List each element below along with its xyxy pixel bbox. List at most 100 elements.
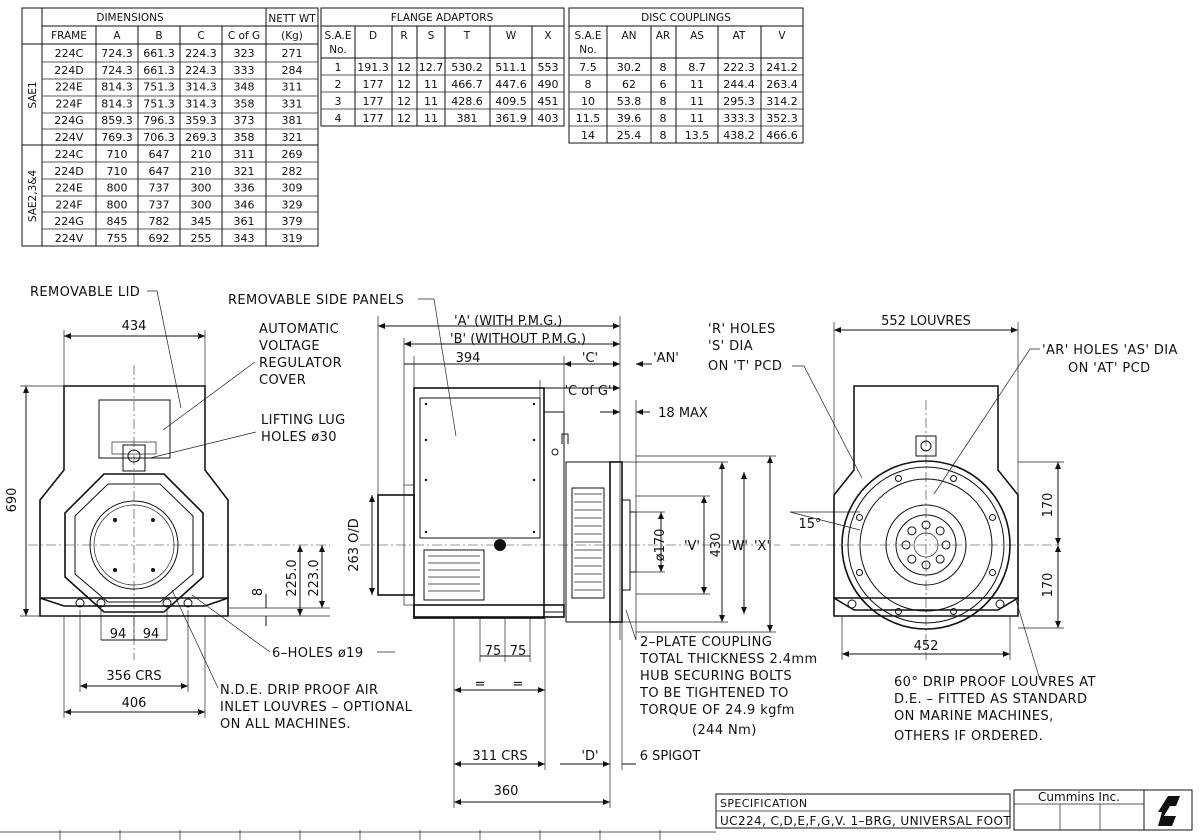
dimensions-cell: 269.3 bbox=[185, 131, 217, 144]
flange-cell: 447.6 bbox=[495, 78, 527, 91]
flange-col-w: W bbox=[506, 30, 517, 42]
dim-75b: 75 bbox=[510, 644, 527, 659]
flange-hole bbox=[950, 608, 958, 616]
disc-title: DISC COUPLINGS bbox=[641, 12, 731, 24]
dim-690: 690 bbox=[5, 488, 20, 513]
dimensions-cell: 224D bbox=[54, 64, 83, 77]
label-lifting-2: HOLES ø30 bbox=[261, 430, 337, 445]
disc-cell: 466.6 bbox=[766, 129, 798, 142]
dim-94b: 94 bbox=[143, 627, 160, 642]
dimensions-cell: 373 bbox=[234, 114, 255, 127]
flange-cell: 553 bbox=[538, 61, 559, 74]
dimensions-cell: 359.3 bbox=[185, 114, 217, 127]
dimensions-cell: 309 bbox=[282, 182, 303, 195]
flange-col-x: X bbox=[544, 30, 551, 42]
flange-cell: 12 bbox=[397, 61, 411, 74]
disc-cell: 10 bbox=[581, 95, 595, 108]
disc-cell: 53.8 bbox=[617, 95, 642, 108]
flange-cell: 177 bbox=[363, 78, 384, 91]
dim-394: 394 bbox=[456, 351, 481, 366]
label-nde-3: ON ALL MACHINES. bbox=[220, 717, 351, 732]
flange-hole bbox=[894, 608, 902, 616]
label-avr-2: VOLTAGE bbox=[259, 339, 320, 354]
dimensions-cell: 224C bbox=[55, 148, 84, 161]
dimensions-cell: 647 bbox=[149, 165, 170, 178]
dimensions-cell: 661.3 bbox=[143, 64, 175, 77]
flange-col-r: R bbox=[400, 30, 407, 42]
dimensions-cell: 224E bbox=[55, 81, 83, 94]
label-nde-1: N.D.E. DRIP PROOF AIR bbox=[220, 683, 378, 698]
label-side-panels: REMOVABLE SIDE PANELS bbox=[228, 293, 404, 308]
dim-430: 430 bbox=[709, 533, 724, 558]
flange-cell: 2 bbox=[335, 78, 342, 91]
dimensions-cell: 284 bbox=[282, 64, 303, 77]
dim-8: 8 bbox=[251, 588, 266, 596]
dimensions-cell: 311 bbox=[234, 148, 255, 161]
dimensions-cell: 224V bbox=[55, 232, 84, 245]
label-on-t-pcd: ON 'T' PCD bbox=[708, 359, 782, 374]
dim-spigot: 6 SPIGOT bbox=[640, 749, 701, 764]
dimensions-cell: 255 bbox=[191, 232, 212, 245]
dim-b-pmg: 'B' (WITHOUT P.M.G.) bbox=[450, 332, 586, 347]
label-on-at-pcd: ON 'AT' PCD bbox=[1068, 361, 1151, 376]
dimensions-cell: 343 bbox=[234, 232, 255, 245]
dimensions-cell: 319 bbox=[282, 232, 303, 245]
dim-75a: 75 bbox=[485, 644, 502, 659]
flange-hole bbox=[989, 513, 997, 521]
dimensions-cell: 282 bbox=[282, 165, 303, 178]
dim-eq1: = bbox=[475, 677, 486, 692]
dimensions-cell: 358 bbox=[234, 97, 255, 110]
bolt-hole bbox=[941, 540, 951, 550]
dimensions-cell: 710 bbox=[107, 148, 128, 161]
dimensions-cell: 336 bbox=[234, 182, 255, 195]
dimensions-cell: 814.3 bbox=[101, 81, 133, 94]
dim-col-b: B bbox=[155, 30, 162, 42]
dimensions-cell: 224.3 bbox=[185, 47, 217, 60]
label-coupling-4: TO BE TIGHTENED TO bbox=[639, 686, 789, 701]
flange-cell: 403 bbox=[538, 112, 559, 125]
flange-cell: 451 bbox=[538, 95, 559, 108]
dim-223: 223.0 bbox=[307, 559, 322, 596]
spec-value: UC224, C,D,E,F,G,V. 1–BRG, UNIVERSAL FOO… bbox=[720, 814, 1011, 828]
flange-cell: 511.1 bbox=[495, 61, 527, 74]
dimensions-title: DIMENSIONS bbox=[96, 12, 164, 24]
dimensions-cell: 321 bbox=[234, 165, 255, 178]
disc-cell: 7.5 bbox=[579, 61, 597, 74]
disc-cell: 30.2 bbox=[617, 61, 642, 74]
dimensions-cell: 210 bbox=[191, 165, 212, 178]
dimensions-cell: 859.3 bbox=[101, 114, 133, 127]
flange-hole bbox=[950, 474, 958, 482]
disc-col-as: AS bbox=[690, 30, 704, 42]
label-coupling-3: HUB SECURING BOLTS bbox=[640, 669, 792, 684]
dim-360: 360 bbox=[494, 784, 519, 799]
dimensions-cell: 224V bbox=[55, 131, 84, 144]
dim-col-cofg: C of G bbox=[228, 30, 260, 42]
disc-cell: 295.3 bbox=[723, 95, 755, 108]
label-coupling-6: (244 Nm) bbox=[692, 723, 757, 738]
dimensions-cell: 321 bbox=[282, 131, 303, 144]
dimensions-cell: 692 bbox=[149, 232, 170, 245]
dim-15deg: 15° bbox=[798, 517, 821, 532]
label-six-holes: 6–HOLES ø19 bbox=[272, 646, 364, 661]
dim-452: 452 bbox=[914, 639, 939, 654]
flange-cell: 177 bbox=[363, 95, 384, 108]
disc-cell: 8 bbox=[660, 112, 667, 125]
dimensions-cell: 358 bbox=[234, 131, 255, 144]
label-de-1: 60° DRIP PROOF LOUVRES AT bbox=[894, 675, 1096, 690]
disc-cell: 352.3 bbox=[766, 112, 798, 125]
dim-434: 434 bbox=[122, 319, 147, 334]
dim-170b: 170 bbox=[1041, 573, 1056, 598]
dimensions-cell: 331 bbox=[282, 97, 303, 110]
flange-hole bbox=[855, 513, 863, 521]
dimensions-cell: 724.3 bbox=[101, 64, 133, 77]
dim-col-a: A bbox=[113, 30, 121, 42]
spec-label: SPECIFICATION bbox=[720, 797, 807, 810]
dim-94a: 94 bbox=[110, 627, 127, 642]
group-sae1: SAE1 bbox=[27, 81, 39, 108]
dim-311: 311 CRS bbox=[472, 749, 527, 764]
dimensions-cell: 314.3 bbox=[185, 97, 217, 110]
bolt-hole bbox=[935, 554, 945, 564]
label-nde-2: INLET LOUVRES – OPTIONAL bbox=[220, 700, 413, 715]
